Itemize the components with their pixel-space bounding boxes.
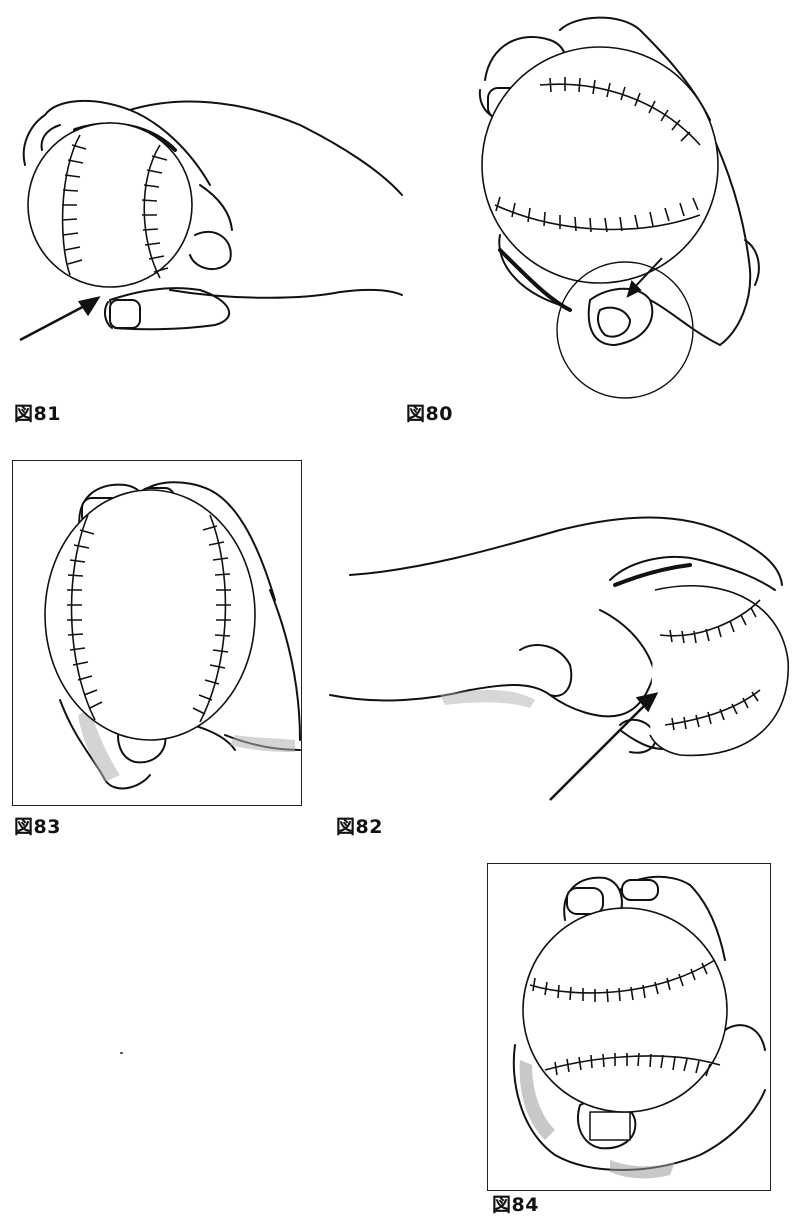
seam-stitches-83	[67, 525, 231, 715]
figure-84-frame	[487, 863, 771, 1191]
figure-84-caption: 図84	[492, 1194, 539, 1216]
figure-82: 図82	[320, 490, 800, 850]
figure-84-illustration	[512, 875, 766, 1179]
figure-82-illustration	[329, 516, 789, 801]
figure-81: 図81	[0, 0, 410, 424]
figure-83-caption: 図83	[14, 816, 61, 838]
figure-83-illustration	[44, 481, 301, 790]
figure-83: 図83	[0, 440, 320, 850]
seam-stitches-81	[61, 144, 169, 273]
seam-stitches-82	[669, 607, 759, 731]
page-speck	[120, 1052, 123, 1054]
figure-84-shading	[519, 1060, 675, 1179]
figure-83-shading	[78, 710, 295, 782]
figure-81-caption: 図81	[14, 403, 61, 425]
figure-80-caption: 図80	[406, 403, 453, 425]
figure-84: 図84	[470, 850, 800, 1229]
figure-82-shading	[440, 690, 535, 708]
figure-80: 図80	[400, 0, 800, 440]
figure-83-frame	[12, 460, 302, 806]
seam-stitches-84	[532, 962, 711, 1077]
figure-82-caption: 図82	[336, 816, 383, 838]
figure-81-illustration	[19, 99, 403, 342]
figure-80-illustration	[478, 16, 760, 399]
seam-stitches-80	[495, 77, 699, 233]
